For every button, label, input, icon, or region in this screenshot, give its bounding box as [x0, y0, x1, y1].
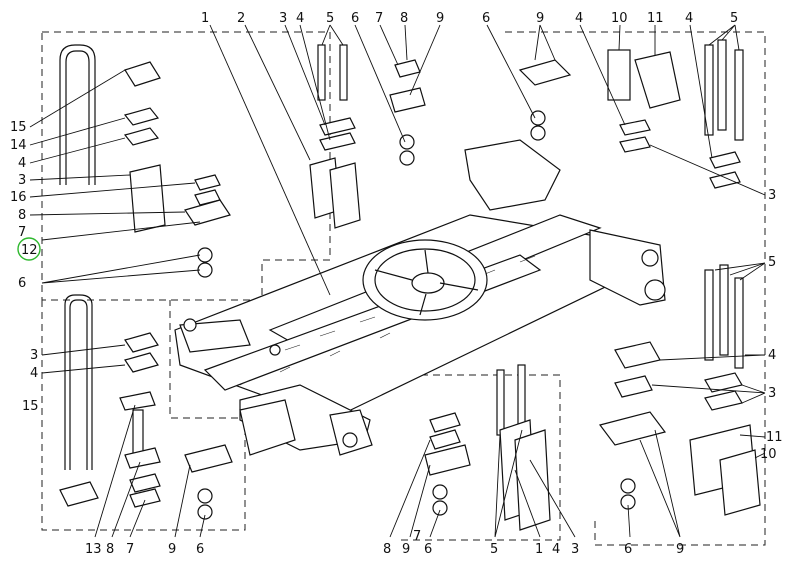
callout-right-4: 4	[768, 348, 776, 363]
callout-left-8: 8	[18, 208, 26, 223]
callout-left-12-highlighted: 12	[17, 237, 41, 261]
callout-left-4: 4	[18, 156, 26, 171]
callout-right-11: 11	[766, 430, 783, 445]
callout-right-5: 5	[768, 255, 776, 270]
callout-left-6: 6	[18, 276, 26, 291]
callout-mid-1: 1	[535, 542, 543, 557]
bottom-middle-parts	[424, 364, 551, 531]
callout-labels: 1 2 3 4 5 6 7 8 9 6 9 4 10 11 4 5 15 14 …	[10, 11, 783, 557]
callout-mid-6: 6	[424, 542, 432, 557]
callout-mid-9: 9	[402, 542, 410, 557]
callout-mid-4: 4	[552, 542, 560, 557]
callout-9b: 9	[536, 11, 544, 26]
callout-1: 1	[201, 11, 209, 26]
callout-left-12: 12	[21, 243, 38, 258]
bottom-left-parts	[59, 294, 233, 520]
callout-bottom-8: 8	[106, 542, 114, 557]
callout-bottomright-6: 6	[624, 542, 632, 557]
callout-right-10: 10	[760, 447, 777, 462]
callout-9: 9	[436, 11, 444, 26]
callout-4c: 4	[685, 11, 693, 26]
callout-7: 7	[375, 11, 383, 26]
callout-11: 11	[647, 11, 664, 26]
callout-8: 8	[400, 11, 408, 26]
callout-mid-3: 3	[571, 542, 579, 557]
top-right-parts	[518, 39, 744, 189]
callout-left-3: 3	[18, 173, 26, 188]
callout-right-3b: 3	[768, 386, 776, 401]
callout-bottom-9: 9	[168, 542, 176, 557]
callout-2: 2	[237, 11, 245, 26]
callout-bottomleft-4: 4	[30, 366, 38, 381]
callout-5b: 5	[730, 11, 738, 26]
callout-mid-8: 8	[383, 542, 391, 557]
callout-mid-5: 5	[490, 542, 498, 557]
callout-3: 3	[279, 11, 287, 26]
callout-4: 4	[296, 11, 304, 26]
callout-6b: 6	[482, 11, 490, 26]
callout-bottom-13: 13	[85, 542, 102, 557]
callout-mid-7: 7	[413, 529, 421, 544]
callout-bottomright-9: 9	[676, 542, 684, 557]
top-left-parts	[59, 44, 426, 278]
callout-bottom-6: 6	[196, 542, 204, 557]
callout-left-7: 7	[18, 225, 26, 240]
callout-bottom-7: 7	[126, 542, 134, 557]
callout-right-3a: 3	[768, 188, 776, 203]
callout-bottomleft-15: 15	[22, 399, 39, 414]
callout-6: 6	[351, 11, 359, 26]
leader-lines	[29, 24, 766, 538]
callout-left-14: 14	[10, 138, 27, 153]
callout-left-15: 15	[10, 120, 27, 135]
callout-4b: 4	[575, 11, 583, 26]
callout-left-16: 16	[10, 190, 27, 205]
main-frame	[174, 139, 666, 456]
bottom-right-parts	[598, 264, 761, 516]
callout-bottomleft-3: 3	[30, 348, 38, 363]
callout-10: 10	[611, 11, 628, 26]
callout-5: 5	[326, 11, 334, 26]
